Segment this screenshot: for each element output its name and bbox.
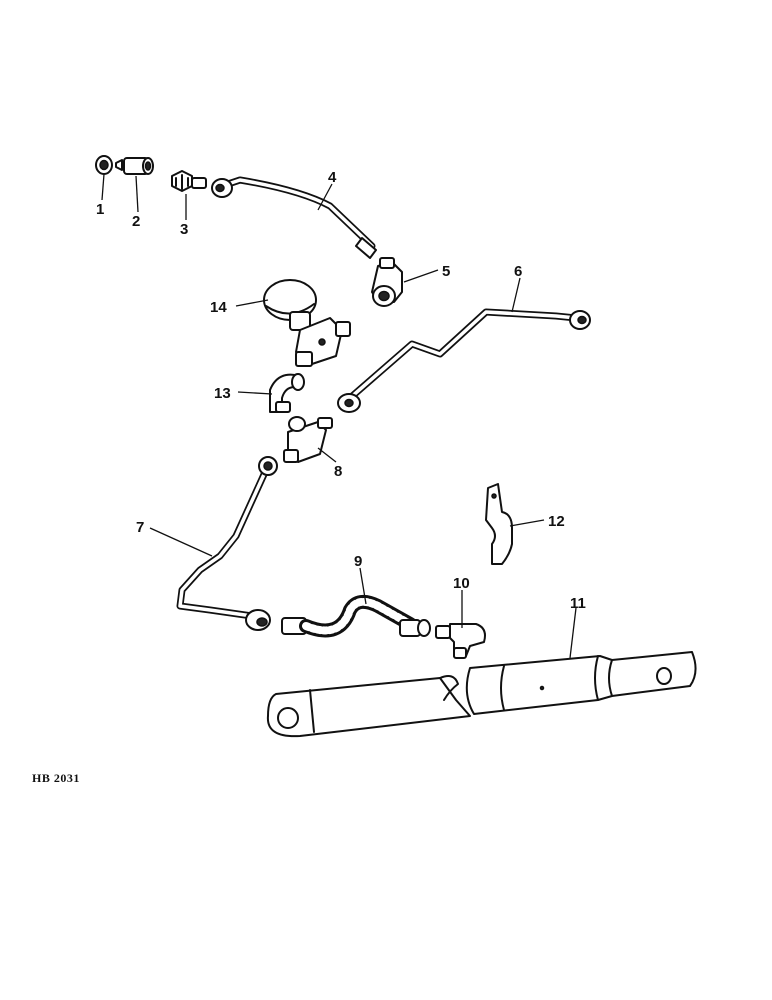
callout-9: 9 — [354, 553, 362, 570]
part-4-tube — [211, 176, 377, 259]
part-5-elbow — [371, 257, 403, 307]
callout-7: 7 — [136, 519, 144, 536]
callout-4: 4 — [328, 169, 337, 186]
callout-1: 1 — [96, 201, 104, 218]
part-12-clip — [485, 483, 513, 565]
callout-5: 5 — [442, 263, 450, 280]
part-1-washer — [95, 155, 113, 175]
part-2-coupling — [115, 157, 154, 175]
part-14-valve — [263, 279, 351, 367]
callout-3: 3 — [180, 221, 188, 238]
leader-lines — [101, 173, 577, 659]
callout-11: 11 — [570, 595, 586, 612]
figure-reference: HB 2031 — [32, 771, 80, 785]
part-3-adapter — [171, 170, 207, 192]
part-10-elbow — [435, 623, 486, 659]
callout-12: 12 — [548, 513, 565, 530]
callout-2: 2 — [132, 213, 140, 230]
part-9-hose — [281, 594, 431, 638]
callout-14: 14 — [210, 299, 227, 316]
callout-13: 13 — [214, 385, 231, 402]
part-11-cylinder — [266, 651, 697, 738]
part-7-tube — [176, 456, 278, 631]
part-6-tube — [337, 308, 591, 413]
callout-labels: 1 2 3 4 5 6 7 8 9 10 11 12 13 14 — [96, 169, 586, 612]
callout-8: 8 — [334, 463, 342, 480]
callout-6: 6 — [514, 263, 522, 280]
part-8-tee — [283, 416, 333, 463]
part-13-elbow — [269, 373, 305, 413]
callout-10: 10 — [453, 575, 470, 592]
